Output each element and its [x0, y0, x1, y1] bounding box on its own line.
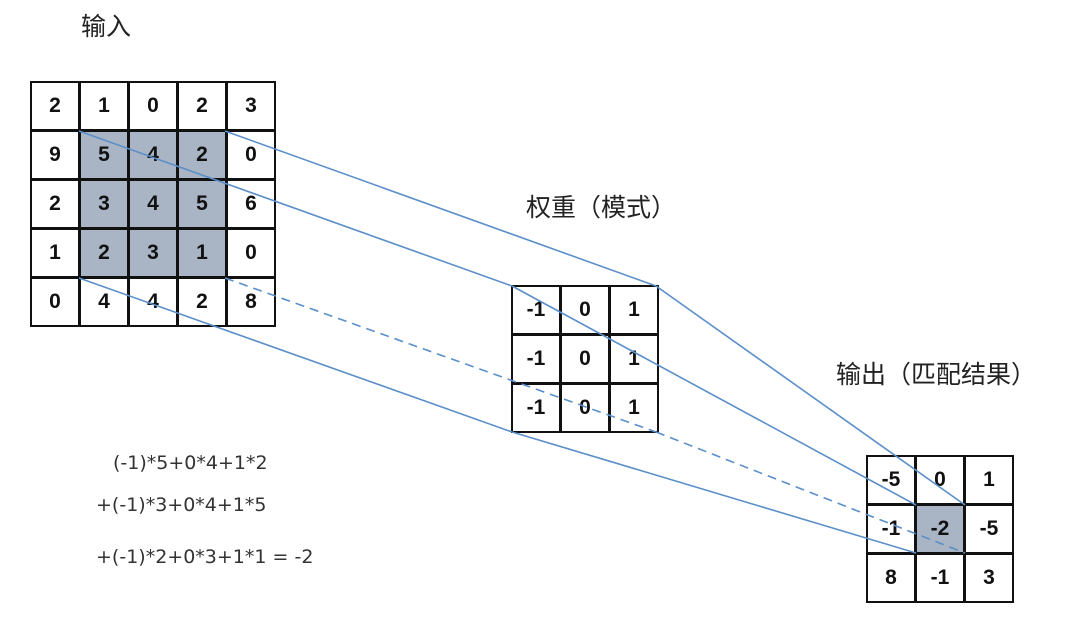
input-cell: 2 [177, 130, 227, 180]
weight-cell: 1 [609, 383, 659, 433]
connector-line [224, 130, 657, 287]
connector-line [511, 285, 917, 506]
connector-line [224, 277, 657, 433]
input-cell: 8 [226, 277, 276, 327]
output-label: 输出（匹配结果） [836, 360, 1037, 389]
connector-line [78, 130, 513, 287]
input-cell: 3 [79, 179, 129, 229]
input-cell: 4 [128, 130, 178, 180]
formula-line-2: +(-1)*3+0*4+1*5 [96, 494, 267, 516]
input-cell: 1 [177, 228, 227, 278]
output-cell: 3 [964, 553, 1014, 603]
connector-line [655, 431, 966, 554]
input-cell: 3 [128, 228, 178, 278]
input-label: 输入 [81, 12, 132, 41]
weights-label: 权重（模式） [526, 193, 677, 222]
formula-line-1: (-1)*5+0*4+1*2 [113, 452, 268, 474]
connector-line [78, 277, 513, 433]
formula-line-3: +(-1)*2+0*3+1*1 = -2 [96, 546, 314, 568]
connector-line [655, 285, 966, 506]
connector-line [511, 431, 917, 554]
